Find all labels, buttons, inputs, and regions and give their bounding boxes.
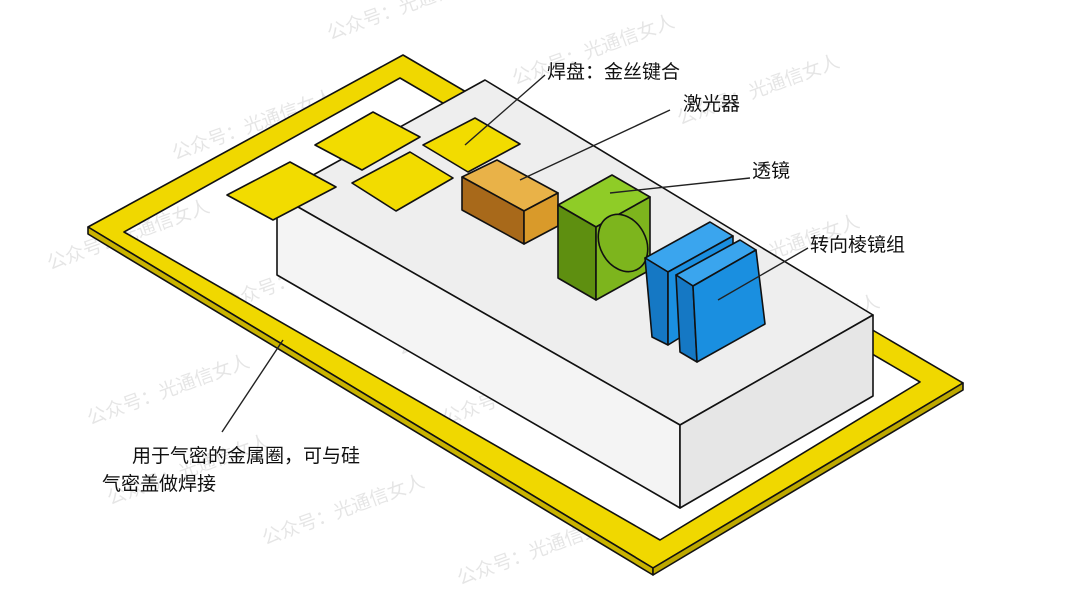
bond-pad [226, 161, 337, 221]
prism-front-right [692, 249, 766, 363]
leader-line-laser [519, 109, 671, 181]
leader-line-ring [221, 339, 284, 433]
substrate-right-face [679, 314, 874, 509]
leader-line-pad [464, 74, 546, 146]
watermark: 公众号：光通信女人 [84, 351, 252, 430]
label-turning-prism: 转向棱镜组 [810, 234, 905, 256]
lens [557, 174, 651, 301]
lens-aperture [597, 213, 649, 273]
bond-pad [314, 111, 421, 171]
label-bond-pad: 焊盘：金丝键合 [547, 61, 680, 83]
label-metal-ring-line1: 用于气密的金属圈，可与硅 [132, 445, 360, 467]
turning-prism-group [644, 221, 766, 363]
label-metal-ring-line2: 气密盖做焊接 [102, 473, 216, 495]
watermark: 公众号：光通信女人 [324, 0, 492, 45]
leader-line-prism [717, 247, 809, 301]
hermetic-ring-right-edge [652, 382, 964, 576]
laser-chip [461, 159, 559, 245]
label-laser: 激光器 [683, 93, 740, 115]
watermark: 公众号：光通信女人 [259, 471, 427, 550]
label-lens: 透镜 [752, 160, 790, 182]
bond-pad [351, 151, 454, 212]
watermark: 公众号：光通信女人 [104, 431, 272, 510]
watermark: 公众号：光通信女人 [674, 51, 842, 130]
bond-pad [422, 117, 521, 173]
leader-line-lens [609, 177, 751, 194]
